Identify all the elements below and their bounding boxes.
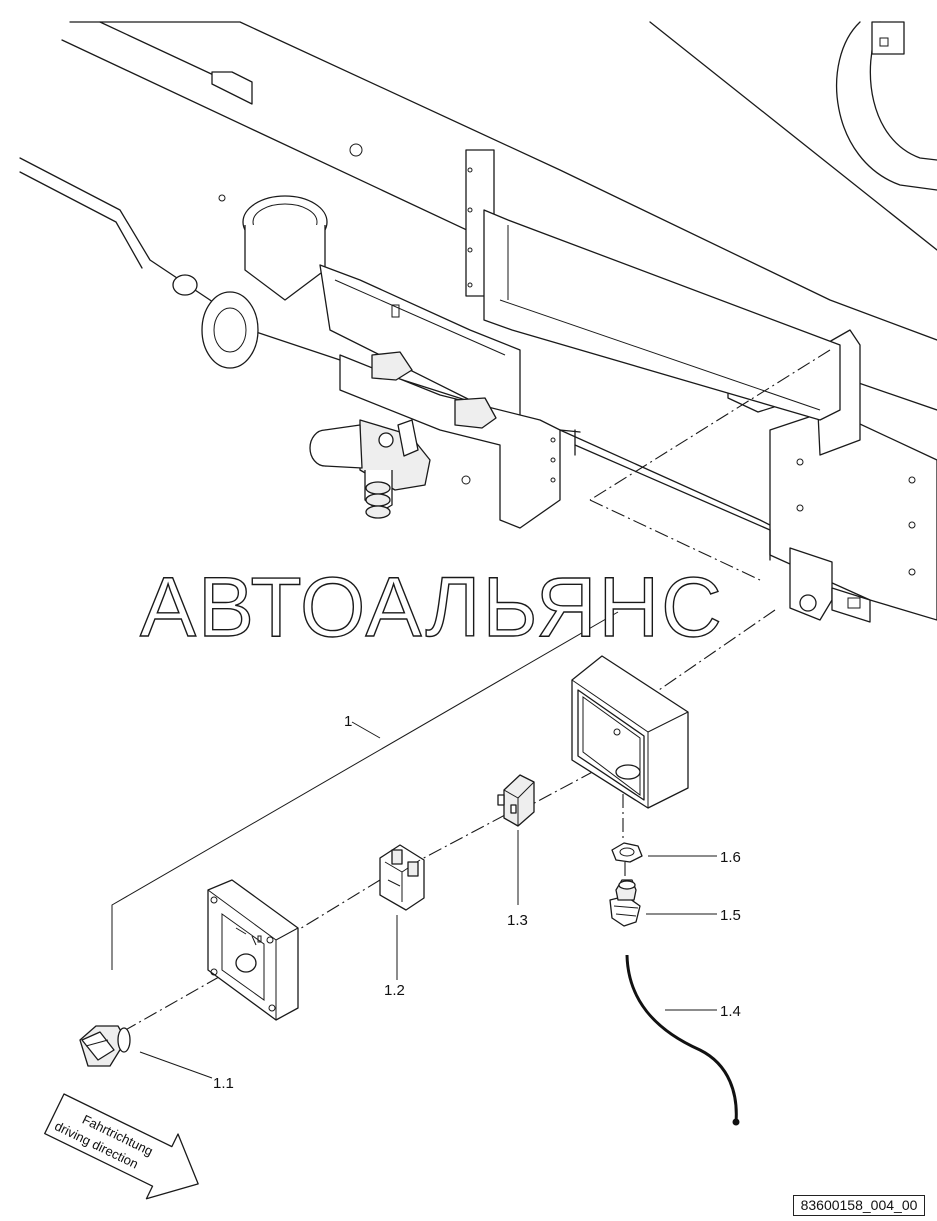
chassis-frame: [19, 21, 937, 623]
callout-1-3: 1.3: [507, 912, 528, 929]
contact-block: [497, 774, 535, 827]
part-1-leader: [111, 611, 619, 970]
callout-1: 1: [344, 713, 352, 730]
drawing-number: 83600158_004_00: [793, 1195, 925, 1216]
callout-1-5: 1.5: [720, 907, 741, 924]
callout-1-6: 1.6: [720, 849, 741, 866]
callout-leaders: [139, 830, 717, 1079]
cable-gland: [609, 879, 641, 927]
callout-1-2: 1.2: [384, 982, 405, 999]
valve-assembly: [172, 149, 841, 529]
callout-1-1: 1.1: [213, 1075, 234, 1092]
selector-knob: [79, 1025, 131, 1067]
mounting-adapter: [379, 844, 425, 911]
cable: [625, 954, 740, 1126]
switch-housing: [207, 879, 299, 1021]
enclosure-box: [571, 655, 689, 809]
callout-1-4: 1.4: [720, 1003, 741, 1020]
watermark-text: АВТОАЛЬЯНС: [140, 560, 724, 654]
driving-direction-arrow: Fahrtrichtung driving direction: [44, 1093, 199, 1200]
lock-nut: [611, 842, 643, 863]
assembly-lines: [121, 349, 831, 1033]
